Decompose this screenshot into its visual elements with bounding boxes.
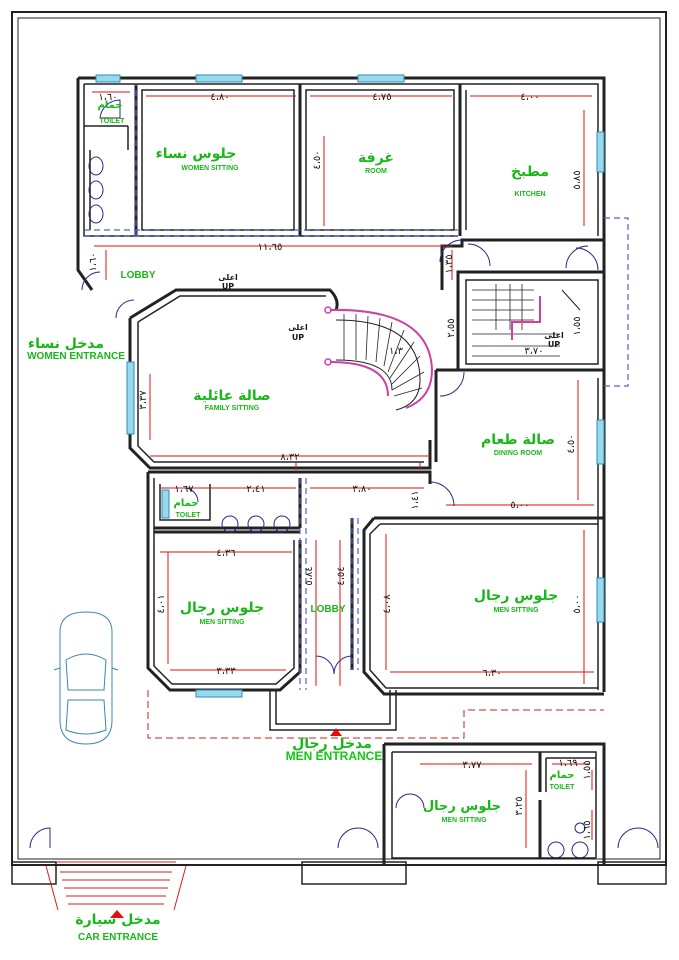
svg-text:١،٥٥: ١،٥٥ (572, 316, 583, 335)
svg-text:١١،٦٥: ١١،٦٥ (258, 242, 283, 253)
svg-text:CAR ENTRANCE: CAR ENTRANCE (78, 932, 158, 943)
svg-text:٨،٣٢: ٨،٣٢ (280, 452, 299, 463)
svg-text:٥،٠٠: ٥،٠٠ (572, 594, 583, 613)
svg-text:٥،٠٠: ٥،٠٠ (510, 500, 529, 511)
svg-text:٣،٧٧: ٣،٧٧ (462, 760, 482, 771)
svg-text:١،٦٥: ١،٦٥ (582, 820, 593, 839)
svg-text:١،٤١: ١،٤١ (410, 490, 421, 509)
entrance-markers (110, 728, 342, 918)
kitchen-label: مطبخ (511, 164, 549, 180)
straight-stair (472, 284, 581, 357)
dashed-outlines (84, 84, 629, 739)
svg-text:UP: UP (548, 340, 560, 349)
window-dining (596, 419, 605, 465)
svg-text:TOILET: TOILET (100, 118, 125, 125)
svg-text:TOILET: TOILET (176, 512, 201, 519)
svg-text:UP: UP (292, 333, 304, 342)
svg-text:UP: UP (222, 282, 234, 291)
svg-text:١،٦٠: ١،٦٠ (98, 92, 117, 103)
windows (95, 74, 605, 698)
svg-text:١،٥٥: ١،٥٥ (582, 760, 593, 779)
svg-text:MEN ENTRANCE: MEN ENTRANCE (286, 749, 383, 763)
window-men-right (596, 577, 605, 623)
window-women-sitting (195, 74, 243, 83)
svg-text:MEN SITTING: MEN SITTING (441, 817, 487, 824)
svg-text:٤،٥٠: ٤،٥٠ (312, 150, 323, 169)
dining-room-label: صالة طعام (481, 432, 555, 448)
women-sitting-label: جلوس نساء (156, 146, 237, 162)
men-sitting-annex-label: جلوس رجال (423, 799, 501, 814)
toilet-annex-label: حمام (550, 770, 575, 781)
svg-text:٤،٠٨: ٤،٠٨ (382, 594, 393, 614)
toilet-top-label: حمام (98, 100, 123, 111)
svg-text:٤،٥٤: ٤،٥٤ (336, 566, 347, 585)
svg-text:١،٣: ١،٣ (389, 346, 404, 357)
svg-text:WOMEN SITTING: WOMEN SITTING (181, 165, 239, 172)
car-entrance-label: مدخل سيارة (75, 912, 160, 928)
car-icon (53, 611, 119, 745)
doors (29, 99, 659, 849)
svg-text:٣،٢٥: ٣،٢٥ (514, 796, 525, 815)
svg-text:٣،٣٣: ٣،٣٣ (216, 666, 236, 677)
window-toilet-mid (161, 489, 170, 519)
window-family (126, 361, 135, 435)
svg-text:٣،٧٠: ٣،٧٠ (524, 346, 543, 357)
svg-text:٣،٣٧: ٣،٣٧ (138, 390, 149, 410)
window-men-left (195, 689, 243, 698)
room-label: غرفة (358, 150, 394, 166)
window-room (357, 74, 405, 83)
svg-text:اعلى: اعلى (218, 273, 238, 282)
toilet-mid-label: حمام (174, 498, 199, 509)
annex-walls (11, 742, 667, 885)
svg-text:MEN SITTING: MEN SITTING (199, 619, 245, 626)
svg-text:١،٣٥: ١،٣٥ (444, 254, 455, 273)
svg-text:اعلى: اعلى (544, 331, 564, 340)
svg-text:٤،٨٠: ٤،٨٠ (210, 92, 229, 103)
svg-text:FAMILY SITTING: FAMILY SITTING (205, 405, 260, 412)
car-ramp (45, 861, 187, 911)
spiral-stair (324, 306, 434, 411)
svg-text:١،٦٩: ١،٦٩ (558, 758, 577, 769)
site-boundary (11, 11, 667, 866)
room-labels: حمام TOILET جلوس نساء WOMEN SITTING غرفة… (27, 100, 575, 943)
lobby-top-label: LOBBY (121, 270, 156, 281)
svg-text:MEN SITTING: MEN SITTING (493, 607, 539, 614)
svg-text:٤،٠٠: ٤،٠٠ (520, 92, 539, 103)
family-sitting-label: صالة عائلية (193, 388, 270, 404)
svg-text:WOMEN ENTRANCE: WOMEN ENTRANCE (27, 351, 125, 362)
lobby-mid-label: LOBBY (311, 604, 346, 615)
svg-text:٤،٥٠: ٤،٥٠ (566, 434, 577, 453)
svg-text:١،٦٧: ١،٦٧ (174, 484, 194, 495)
svg-text:KITCHEN: KITCHEN (514, 191, 545, 198)
svg-text:DINING ROOM: DINING ROOM (494, 450, 542, 457)
svg-text:٢،٤١: ٢،٤١ (246, 484, 265, 495)
window-toilet-top (95, 74, 121, 83)
svg-text:ROOM: ROOM (365, 168, 387, 175)
window-kitchen (596, 131, 605, 173)
svg-text:٤،٣٦: ٤،٣٦ (216, 548, 235, 559)
svg-text:٥،٨٥: ٥،٨٥ (572, 170, 583, 189)
men-entrance-label: مدخل رجال (292, 736, 372, 752)
men-sitting-right-label: جلوس رجال (474, 588, 558, 604)
svg-text:٤،٧٥: ٤،٧٥ (372, 92, 391, 103)
svg-text:٥،٨٤: ٥،٨٤ (304, 566, 315, 585)
men-sitting-left-label: جلوس رجال (180, 600, 264, 616)
svg-text:٤،٠١: ٤،٠١ (156, 594, 167, 613)
svg-text:٢،٥٥: ٢،٥٥ (446, 318, 457, 337)
dimension-lines (92, 91, 594, 686)
svg-text:اعلى: اعلى (288, 323, 308, 332)
svg-text:TOILET: TOILET (550, 784, 575, 791)
dimension-labels: ١،٦٠ ٤،٨٠ ٤،٧٥ ٤،٠٠ ١١،٦٥ ٨،٣٢ ٥،٠٠ ١،٦٧… (88, 92, 593, 840)
women-entrance-label: مدخل نساء (28, 336, 104, 352)
svg-text:٣،٨٠: ٣،٨٠ (352, 484, 371, 495)
fixtures (88, 156, 589, 859)
svg-text:٦،٣٠: ٦،٣٠ (482, 668, 501, 679)
svg-text:١،٦٠: ١،٦٠ (88, 252, 99, 271)
stair-up-markers: اعلى UP اعلى UP اعلى UP (218, 273, 564, 349)
